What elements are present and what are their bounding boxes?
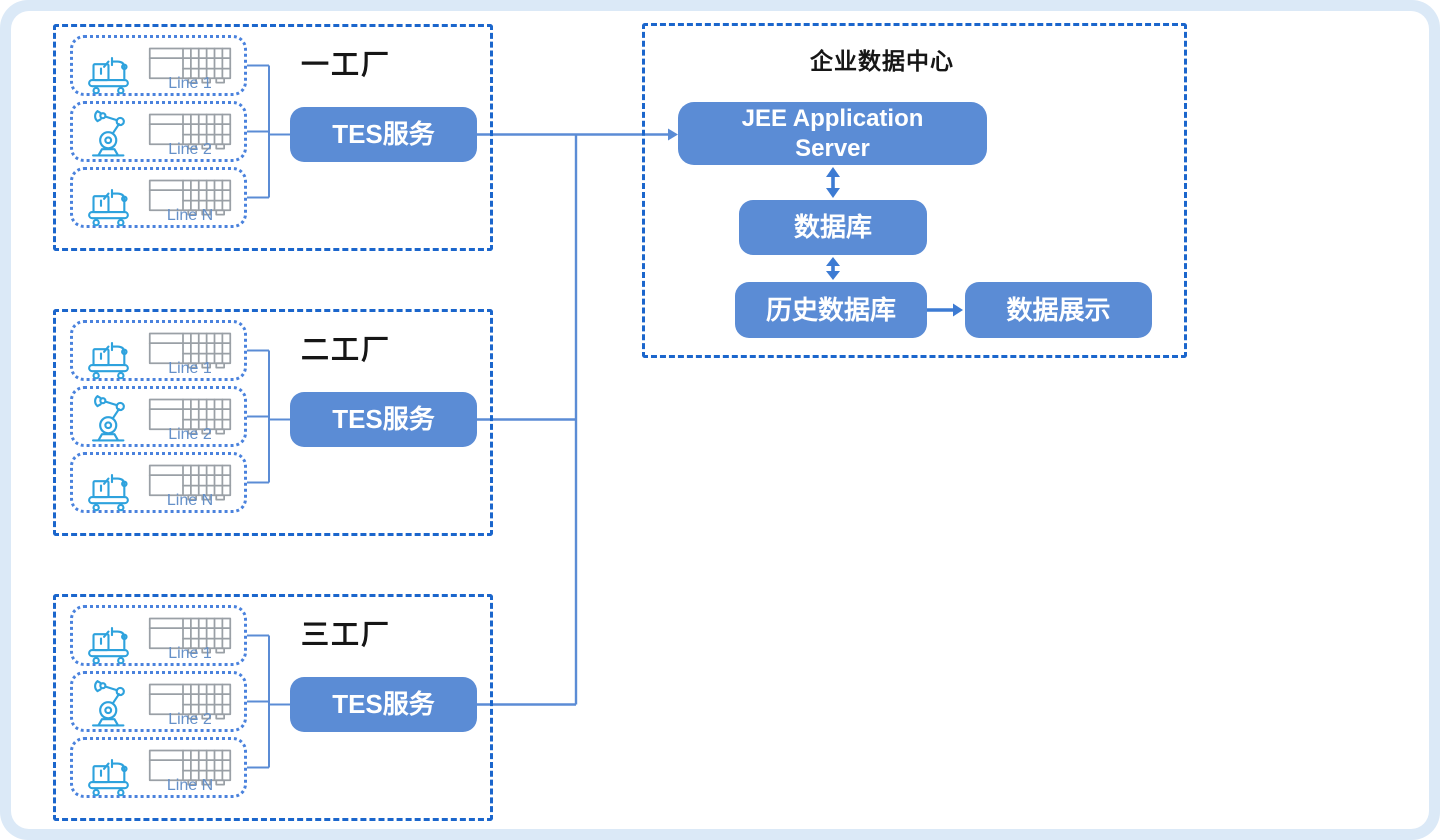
factory-2-group: 二工厂 Line 1 Line 2 Line N TES服务: [53, 309, 493, 536]
line-node: Line 2: [70, 101, 247, 162]
line-label: Line N: [166, 492, 214, 509]
line-label: Line 2: [168, 426, 212, 443]
tes-service-node: TES服务: [290, 107, 477, 162]
line-node: Line 1: [70, 605, 247, 666]
database-node: 数据库: [739, 200, 927, 255]
line-node: Line 1: [70, 320, 247, 381]
arrowhead-to-server: [668, 128, 678, 141]
line-label: Line 2: [168, 141, 212, 158]
line-node: Line N: [70, 737, 247, 798]
data-center-arrows: [826, 167, 963, 317]
factory-internal-connectors: [247, 64, 290, 769]
robot-arm-icon: [85, 394, 135, 444]
trunk-connectors: [477, 128, 678, 706]
line-node: Line N: [70, 452, 247, 513]
history-database-node: 历史数据库: [735, 282, 927, 338]
robot-arm-icon: [85, 109, 135, 159]
line-label: Line 1: [168, 75, 212, 92]
line-node: Line 2: [70, 671, 247, 732]
factory-title: 二工厂: [300, 334, 391, 365]
line-node: Line N: [70, 167, 247, 228]
factory-title: 一工厂: [300, 49, 391, 80]
enterprise-data-center-group: 企业数据中心 JEE Application Server 数据库 历史数据库 …: [642, 23, 1187, 358]
tes-service-node: TES服务: [290, 677, 477, 732]
jee-application-server-node: JEE Application Server: [678, 102, 987, 165]
data-display-node: 数据展示: [965, 282, 1152, 338]
tes-service-node: TES服务: [290, 392, 477, 447]
line-node: Line 1: [70, 35, 247, 96]
robot-arm-icon: [85, 679, 135, 729]
line-label: Line 2: [168, 711, 212, 728]
line-label: Line 1: [168, 645, 212, 662]
line-label: Line N: [166, 207, 214, 224]
line-label: Line N: [166, 777, 214, 794]
factory-title: 三工厂: [300, 619, 391, 650]
line-label: Line 1: [168, 360, 212, 377]
factory-3-group: 三工厂 Line 1 Line 2 Line N TES服务: [53, 594, 493, 821]
line-node: Line 2: [70, 386, 247, 447]
data-center-title: 企业数据中心: [810, 48, 954, 74]
factory-1-group: 一工厂 Line 1 Line 2 Line N TES服务: [53, 24, 493, 251]
